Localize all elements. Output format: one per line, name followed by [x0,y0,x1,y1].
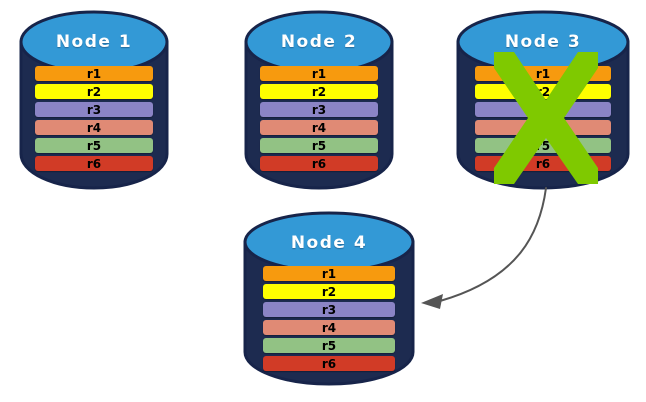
row-label: r6 [311,156,327,171]
row-item[interactable]: r3 [263,302,395,317]
row-item[interactable]: r6 [35,156,153,171]
row-item[interactable]: r3 [475,102,611,117]
row-item[interactable]: r1 [260,66,378,81]
node-rows-2: r1 r2 r3 r4 r5 r6 [243,66,395,171]
row-item[interactable]: r6 [475,156,611,171]
row-label: r3 [535,102,551,117]
node-rows-3: r1 r2 r3 r4 r5 r6 [455,66,631,171]
row-label: r4 [86,120,102,135]
row-label: r6 [321,356,337,371]
node-cylinder-3[interactable]: Node 3 r1 r2 r3 r4 r5 r6 [455,8,631,190]
row-label: r2 [311,84,327,99]
row-label: r4 [311,120,327,135]
row-item[interactable]: r4 [35,120,153,135]
row-label: r2 [86,84,102,99]
row-label: r6 [535,156,551,171]
row-item[interactable]: r1 [475,66,611,81]
row-label: r1 [86,66,102,81]
row-label: r5 [535,138,551,153]
row-item[interactable]: r5 [475,138,611,153]
row-label: r5 [86,138,102,153]
row-label: r6 [86,156,102,171]
row-label: r4 [535,120,551,135]
row-item[interactable]: r6 [263,356,395,371]
row-item[interactable]: r3 [35,102,153,117]
node-rows-1: r1 r2 r3 r4 r5 r6 [18,66,170,171]
row-item[interactable]: r1 [35,66,153,81]
node-rows-4: r1 r2 r3 r4 r5 r6 [242,266,416,371]
row-item[interactable]: r5 [35,138,153,153]
row-item[interactable]: r2 [260,84,378,99]
row-item[interactable]: r5 [263,338,395,353]
row-label: r3 [311,102,327,117]
node-cylinder-4[interactable]: Node 4 r1 r2 r3 r4 r5 r6 [242,210,416,386]
row-label: r3 [86,102,102,117]
row-item[interactable]: r2 [475,84,611,99]
row-label: r1 [321,266,337,281]
arrow-curve [439,187,547,302]
row-label: r3 [321,302,337,317]
row-label: r1 [311,66,327,81]
row-item[interactable]: r1 [263,266,395,281]
arrow-head-icon [421,294,443,309]
row-item[interactable]: r3 [260,102,378,117]
row-item[interactable]: r4 [263,320,395,335]
row-label: r5 [311,138,327,153]
row-label: r2 [321,284,337,299]
row-label: r2 [535,84,551,99]
row-label: r4 [321,320,337,335]
row-label: r1 [535,66,551,81]
node-cylinder-2[interactable]: Node 2 r1 r2 r3 r4 r5 r6 [243,8,395,190]
row-label: r5 [321,338,337,353]
row-item[interactable]: r2 [35,84,153,99]
row-item[interactable]: r4 [260,120,378,135]
node-cylinder-1[interactable]: Node 1 r1 r2 r3 r4 r5 r6 [18,8,170,190]
row-item[interactable]: r4 [475,120,611,135]
row-item[interactable]: r5 [260,138,378,153]
row-item[interactable]: r6 [260,156,378,171]
row-item[interactable]: r2 [263,284,395,299]
